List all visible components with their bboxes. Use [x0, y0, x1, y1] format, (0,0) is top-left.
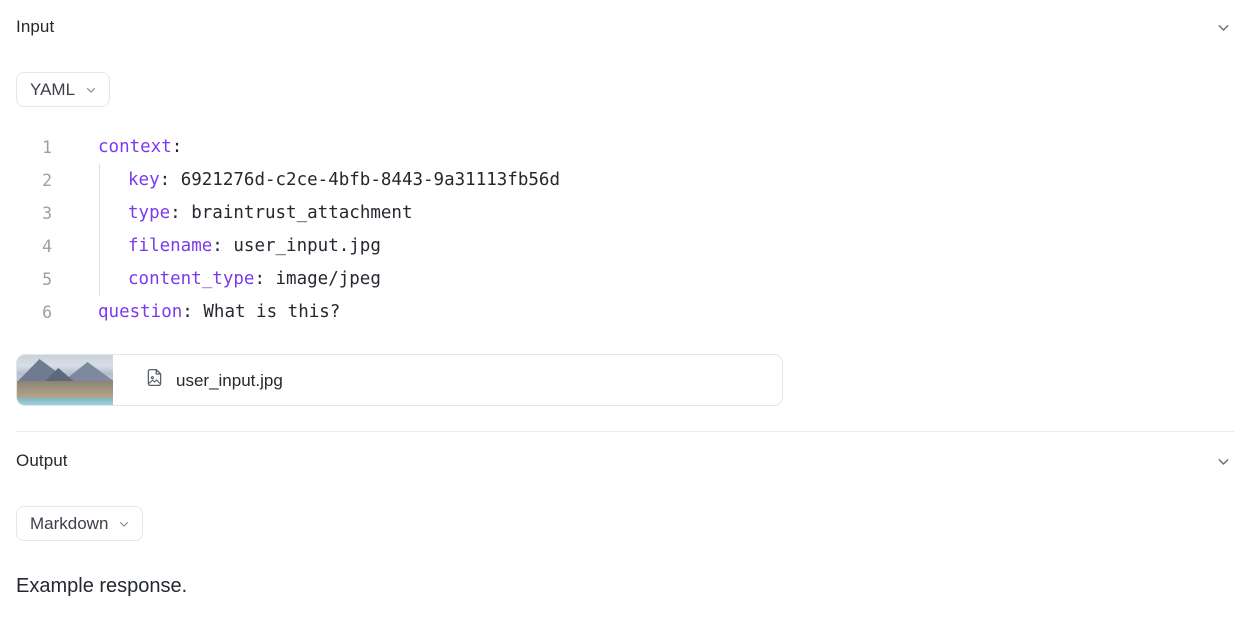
attachment-filename: user_input.jpg — [176, 370, 283, 390]
attachment-thumbnail — [17, 355, 113, 405]
attachment-chip[interactable]: user_input.jpg — [16, 354, 783, 406]
input-code-block[interactable]: 1 context: 2 key: 6921276d-c2ce-4bfb-844… — [0, 131, 1250, 329]
thumbnail-ground — [17, 381, 113, 398]
thumbnail-water — [17, 397, 113, 405]
yaml-colon: : — [254, 269, 265, 289]
input-format-chevron-down-icon — [84, 83, 98, 97]
yaml-colon: : — [171, 137, 183, 157]
yaml-value: braintrust_attachment — [180, 203, 413, 223]
yaml-key: filename — [128, 236, 213, 256]
yaml-value: image/jpeg — [264, 269, 381, 289]
output-collapse-chevron-down-icon[interactable] — [1212, 450, 1234, 472]
file-image-icon — [144, 367, 165, 393]
code-line-text: filename: user_input.jpg — [52, 230, 381, 263]
line-number: 6 — [42, 303, 52, 322]
yaml-key: content_type — [128, 269, 255, 289]
output-body-text: Example response. — [16, 575, 188, 597]
yaml-value: What is this? — [192, 302, 341, 322]
yaml-colon: : — [182, 302, 193, 322]
attachment-chip-body: user_input.jpg — [113, 355, 782, 405]
line-number: 5 — [42, 270, 52, 289]
output-section-header: Output — [16, 449, 1234, 473]
input-format-label: YAML — [30, 80, 76, 99]
yaml-key: context — [98, 137, 172, 157]
code-line-text: key: 6921276d-c2ce-4bfb-8443-9a31113fb56… — [52, 164, 560, 197]
code-line-text: type: braintrust_attachment — [52, 197, 413, 230]
input-section-header: Input — [16, 15, 1234, 39]
code-line: 1 context: — [0, 131, 1250, 164]
yaml-key: type — [128, 203, 171, 223]
output-section-title: Output — [16, 451, 68, 470]
section-divider — [16, 431, 1234, 432]
code-line: 4 filename: user_input.jpg — [0, 230, 1250, 263]
code-line: 2 key: 6921276d-c2ce-4bfb-8443-9a31113fb… — [0, 164, 1250, 197]
yaml-colon: : — [170, 203, 181, 223]
line-number: 1 — [42, 138, 52, 157]
yaml-colon: : — [212, 236, 223, 256]
output-format-label: Markdown — [30, 514, 109, 533]
line-number: 4 — [42, 237, 52, 256]
yaml-value: user_input.jpg — [222, 236, 381, 256]
yaml-value: 6921276d-c2ce-4bfb-8443-9a31113fb56d — [170, 170, 560, 190]
line-number: 3 — [42, 204, 52, 223]
code-line: 6 question: What is this? — [0, 296, 1250, 329]
code-line-text: context: — [52, 131, 182, 164]
code-line-text: question: What is this? — [52, 296, 340, 329]
code-line-text: content_type: image/jpeg — [52, 263, 381, 296]
output-format-chevron-down-icon — [117, 517, 131, 531]
input-format-select[interactable]: YAML — [16, 72, 111, 107]
input-section-title: Input — [16, 17, 55, 36]
line-number: 2 — [42, 171, 52, 190]
indent-guide — [99, 164, 100, 296]
code-line: 5 content_type: image/jpeg — [0, 263, 1250, 296]
output-format-select[interactable]: Markdown — [16, 506, 144, 541]
code-line: 3 type: braintrust_attachment — [0, 197, 1250, 230]
yaml-colon: : — [159, 170, 171, 190]
yaml-key: key — [128, 170, 160, 190]
yaml-key: question — [98, 302, 183, 322]
input-collapse-chevron-down-icon[interactable] — [1212, 16, 1234, 38]
